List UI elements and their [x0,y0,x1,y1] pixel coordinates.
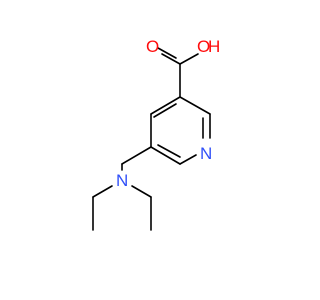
hydroxyl-oxygen-label: O [197,37,210,56]
bond-carbonyl-1 [161,53,181,65]
ring-bond-c6-n1 [179,154,197,165]
ring-bond-c5-c6 [150,146,181,165]
carbonyl-oxygen-label: O [146,37,159,56]
ring-nitrogen-label: N [200,144,212,163]
bond-n-ethyl-left [92,185,113,198]
ring-bond-c5-c6-double [157,144,181,158]
bond-ring-ch2 [121,146,152,165]
bond-carboxyl-oh [179,53,199,65]
ring-bond-c3-c4-double [153,103,177,118]
hydroxyl-hydrogen-label: H [208,37,220,56]
ring-bond-c3-c4 [150,96,181,115]
bond-n-ethyl-right [131,185,152,198]
bond-carbonyl-2 [157,47,177,59]
ring-bond-c2-c3 [179,96,211,115]
molecule-diagram: O H O N N [92,37,220,231]
amine-nitrogen-label: N [116,171,128,190]
